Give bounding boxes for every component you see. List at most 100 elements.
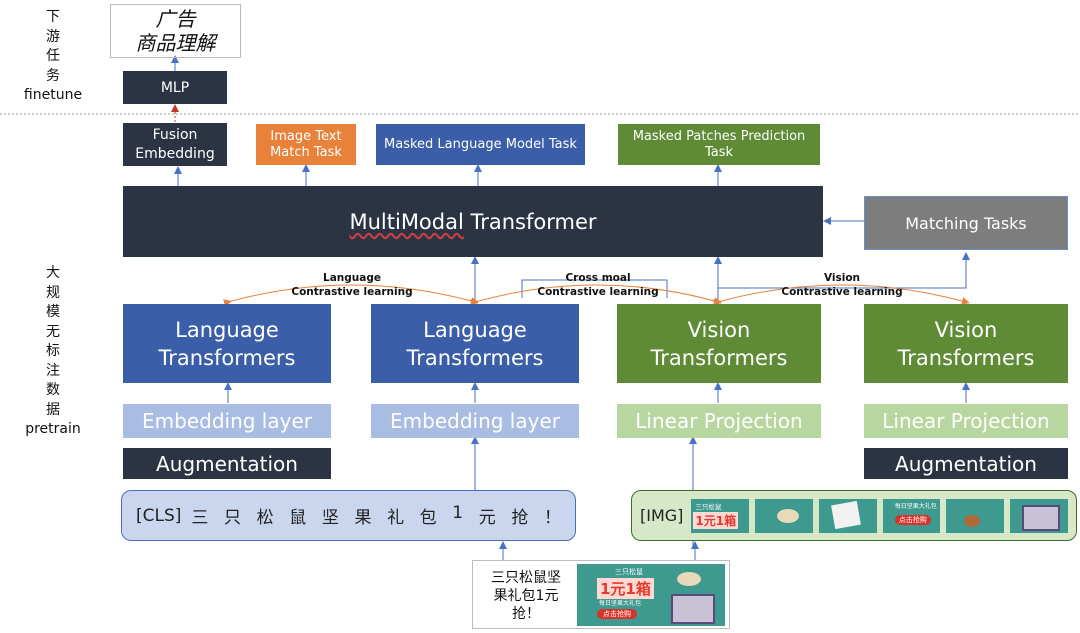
- vis1-line: Vision: [687, 317, 751, 342]
- cross-contrastive-line: Contrastive learning: [537, 286, 659, 298]
- finetune-char: 下: [46, 9, 60, 25]
- pretrain-char: 数: [46, 382, 60, 398]
- fusion-embedding-box: Fusion Embedding: [123, 123, 227, 166]
- augmentation-label: Augmentation: [156, 451, 298, 476]
- text-token: 礼: [387, 508, 405, 528]
- fusion-line: Embedding: [135, 145, 215, 162]
- embedding-layer-box-1: Embedding layer: [123, 404, 331, 438]
- embedding-layer-box-2: Embedding layer: [371, 404, 579, 438]
- text-token-row: 三 只 松 鼠 坚 果 礼 包 1 元 抢 ！: [191, 503, 561, 528]
- finetune-char: 任: [46, 48, 60, 64]
- sample-line: 抢！: [512, 606, 540, 622]
- text-token: 坚: [321, 508, 339, 528]
- vision-contrastive-label: Vision Contrastive learning: [772, 271, 912, 299]
- image-patch-5: [946, 498, 1005, 533]
- text-token: 只: [224, 508, 242, 528]
- augmentation-box-right: Augmentation: [864, 448, 1068, 479]
- finetune-label: 下 游 任 务 finetune: [18, 8, 88, 106]
- patch-text: 点击抢购: [894, 514, 931, 525]
- mpp-task-box: Masked Patches Prediction Task: [618, 124, 820, 165]
- transformer-label: MultiModal Transformer: [349, 210, 596, 234]
- cross-contrastive-line: Cross moal: [565, 272, 631, 284]
- text-token: 果: [354, 508, 372, 528]
- box-icon: [1022, 504, 1061, 531]
- mlm-task-box: Masked Language Model Task: [376, 124, 585, 165]
- pretrain-char: 规: [46, 284, 60, 301]
- transformer-rest: Transformer: [463, 209, 597, 234]
- language-contrastive-line: Language: [323, 272, 381, 284]
- embedding-layer-label: Embedding layer: [142, 409, 312, 433]
- pretrain-char: 无: [46, 323, 60, 340]
- lang2-line: Transformers: [406, 345, 544, 370]
- pretrain-char: 据: [46, 401, 60, 418]
- mlp-label: MLP: [160, 79, 190, 96]
- linear-projection-label: Linear Projection: [882, 409, 1050, 433]
- embedding-layer-label: Embedding layer: [390, 409, 560, 433]
- lang2-line: Language: [423, 317, 527, 342]
- transformer-underlined-word: MultiModal: [349, 209, 464, 234]
- bag-icon: [831, 500, 861, 529]
- vis1-line: Transformers: [650, 345, 788, 370]
- linear-projection-box-2: Linear Projection: [864, 404, 1068, 438]
- itm-line: Image Text: [270, 128, 342, 144]
- vision-transformers-box-2: Vision Transformers: [864, 304, 1068, 383]
- nut-icon: [964, 514, 981, 527]
- text-token: ！: [543, 508, 561, 528]
- image-input-box: [IMG] 三只松鼠 1元1箱 每日坚果大礼包 点击抢购: [631, 490, 1077, 541]
- ad-headline: 1元1箱: [597, 578, 654, 599]
- patch-text: 每日坚果大礼包: [894, 502, 937, 510]
- finetune-en: finetune: [23, 87, 83, 103]
- sample-text: 三只松鼠坚 果礼包1元 抢！: [477, 569, 575, 623]
- arc-cross-contrastive: [470, 284, 722, 307]
- vis2-line: Transformers: [897, 345, 1035, 370]
- matching-tasks-box: Matching Tasks: [864, 196, 1068, 250]
- language-contrastive-label: Language Contrastive learning: [282, 271, 422, 299]
- text-token: 抢: [511, 508, 529, 528]
- pretrain-char: 标: [46, 343, 60, 359]
- downstream-line1: 广告: [155, 7, 196, 31]
- ad-box-icon: [671, 594, 715, 624]
- linear-projection-label: Linear Projection: [635, 409, 803, 433]
- finetune-char: 务: [46, 67, 60, 84]
- arc-language-contrastive: [223, 284, 479, 307]
- ad-subline: 每日坚果大礼包: [599, 600, 642, 607]
- text-token: 包: [419, 508, 437, 528]
- mlm-label: Masked Language Model Task: [384, 136, 577, 152]
- sample-line: 三只松鼠坚: [491, 570, 561, 586]
- downstream-task-box: 广告 商品理解: [110, 4, 241, 58]
- lang1-line: Language: [175, 317, 279, 342]
- mpp-line: Masked Patches Prediction: [632, 128, 806, 144]
- pretrain-char: 注: [46, 362, 60, 379]
- language-transformers-box-1: Language Transformers: [123, 304, 331, 383]
- pretrain-label: 大 规 模 无 标 注 数 据 pretrain: [18, 264, 88, 440]
- nut-icon: [777, 508, 800, 523]
- augmentation-box-left: Augmentation: [123, 448, 331, 479]
- language-transformers-box-2: Language Transformers: [371, 304, 579, 383]
- patch-text: 三只松鼠: [695, 502, 722, 511]
- mlp-box: MLP: [123, 71, 227, 104]
- pretrain-char: 大: [46, 265, 60, 281]
- cross-contrastive-label: Cross moal Contrastive learning: [528, 271, 668, 299]
- sample-line: 果礼包1元: [493, 588, 559, 604]
- arc-vision-contrastive: [713, 284, 970, 307]
- vis2-line: Vision: [934, 317, 998, 342]
- cls-token: [CLS]: [136, 505, 182, 526]
- text-token: 三: [191, 508, 209, 528]
- pretrain-char: 模: [46, 304, 60, 320]
- ad-button: 点击抢购: [597, 609, 637, 619]
- text-token: 1: [452, 503, 464, 523]
- itm-task-box: Image Text Match Task: [256, 124, 356, 165]
- fusion-line: Fusion: [152, 126, 198, 143]
- sample-ad-image: 三只松鼠 1元1箱 每日坚果大礼包 点击抢购: [577, 564, 725, 626]
- img-token: [IMG]: [640, 506, 684, 525]
- mpp-line: Task: [704, 144, 734, 160]
- sample-box: 三只松鼠坚 果礼包1元 抢！ 三只松鼠 1元1箱 每日坚果大礼包 点击抢购: [472, 560, 730, 629]
- text-input-box: [CLS] 三 只 松 鼠 坚 果 礼 包 1 元 抢 ！: [121, 490, 576, 541]
- matching-label: Matching Tasks: [905, 213, 1027, 233]
- text-token: 松: [256, 508, 274, 528]
- itm-line: Match Task: [270, 144, 342, 160]
- text-token: 元: [478, 508, 496, 528]
- vision-contrastive-line: Contrastive learning: [781, 286, 903, 298]
- ad-nut-icon: [677, 572, 701, 586]
